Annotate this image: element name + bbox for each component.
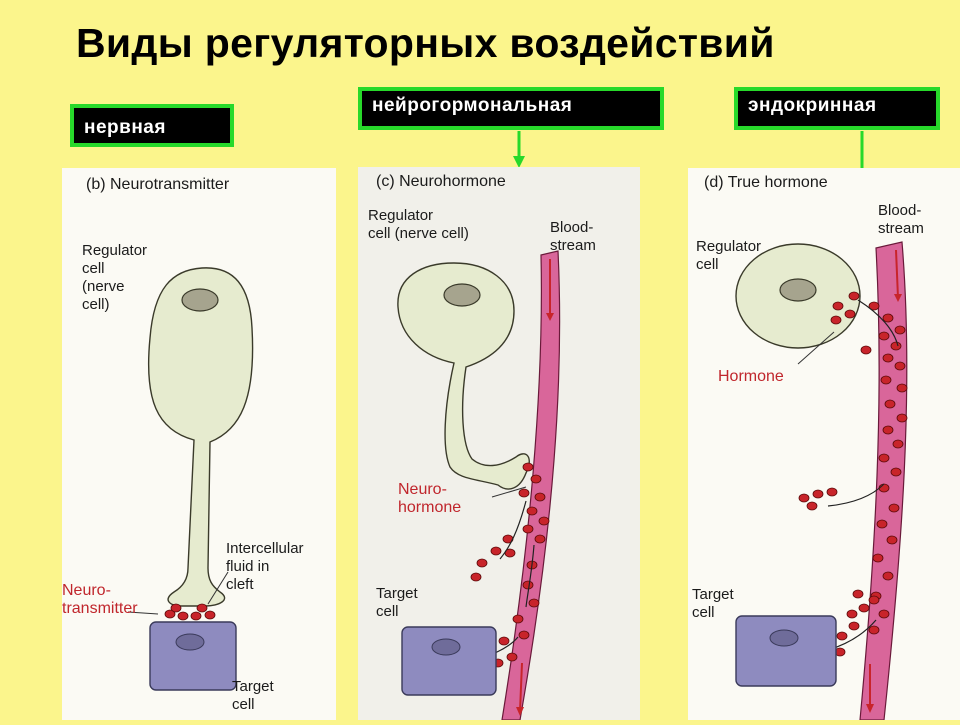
nerve-cell (397, 262, 530, 490)
label-hormone: Hormone (718, 368, 784, 385)
panel-d-title: (d) True hormone (704, 174, 828, 191)
panel-neurotransmitter: (b) Neurotransmitter Regulator cell (ner… (62, 168, 336, 720)
target-cell (149, 621, 237, 691)
target-nucleus (175, 633, 205, 651)
label-neurohormone: Neuro- hormone (398, 481, 462, 516)
tag-nervous: нервная (70, 104, 234, 147)
label-intercellular-fluid: Intercellular fluid in cleft (226, 540, 304, 593)
tag-endocrine: эндокринная (734, 87, 940, 130)
target-cell (401, 626, 497, 696)
label-target-cell: Target cell (376, 585, 418, 620)
nucleus (779, 278, 817, 302)
nucleus (181, 288, 219, 312)
label-bloodstream: Blood- stream (878, 202, 924, 237)
neurohormone-diagram (397, 250, 561, 721)
page-title: Виды регуляторных воздействий (76, 20, 775, 66)
target-nucleus (769, 629, 799, 647)
label-neurotransmitter: Neuro- transmitter (62, 582, 138, 617)
panel-true-hormone: (d) True hormone Blood- stream Regulator… (688, 168, 960, 721)
hormone-droplets (798, 291, 908, 659)
target-cell (735, 615, 837, 687)
label-regulator-cell: Regulator cell (nerve cell) (368, 207, 469, 242)
bloodstream (859, 241, 908, 721)
panel-c-title: (c) Neurohormone (376, 173, 506, 190)
neurotransmitter-droplets (164, 603, 216, 621)
tag-neurohormonal: нейрогормональная (358, 87, 664, 130)
label-regulator-cell: Regulator cell (696, 238, 762, 273)
label-target-cell: Target cell (232, 678, 274, 713)
nucleus (443, 283, 481, 307)
neurotransmitter-diagram (127, 267, 254, 691)
target-nucleus (431, 638, 461, 656)
label-bloodstream: Blood- stream (550, 219, 596, 254)
nerve-cell (147, 267, 254, 607)
true-hormone-diagram (735, 241, 908, 721)
label-regulator-cell: Regulator cell (nerve cell) (82, 242, 148, 313)
panel-neurohormone: (c) Neurohormone Regulator cell (nerve c… (358, 167, 640, 721)
label-target-cell: Target cell (692, 586, 734, 621)
panel-b-title: (b) Neurotransmitter (86, 176, 230, 193)
